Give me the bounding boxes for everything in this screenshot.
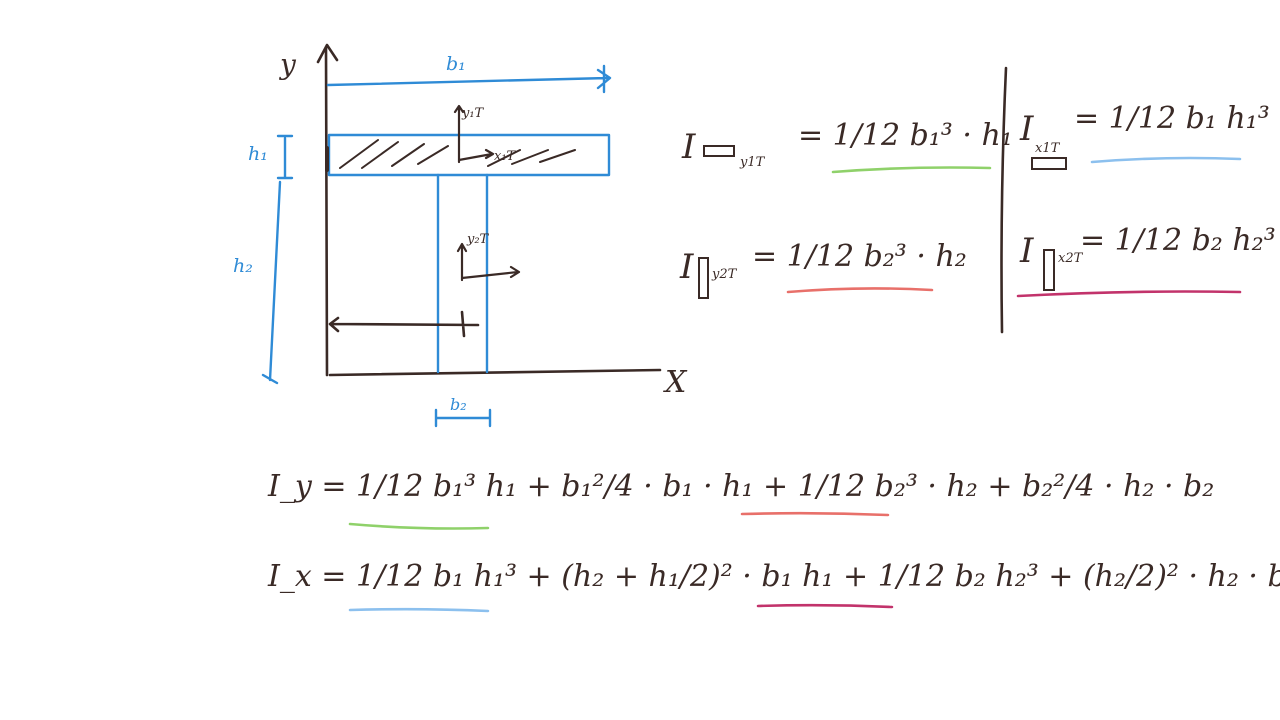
flange-shape-icon	[703, 145, 735, 157]
formula-iy2: I y2T = 1/12 b₂³ · h₂	[679, 239, 967, 299]
formula-ix1: I x1T = 1/12 b₁ h₁³	[1019, 101, 1270, 170]
ix2-magenta-underline	[1016, 290, 1242, 298]
y-axis-label: y	[278, 48, 297, 81]
h1-label: h₁	[248, 143, 268, 165]
web-rectangle	[436, 173, 489, 374]
iy2-lhs: I	[679, 247, 694, 287]
flange-hatching	[339, 139, 576, 169]
x-axis-label: X	[663, 365, 688, 400]
iy1-sub: y1T	[739, 155, 766, 170]
iy2-rhs: = 1/12 b₂³ · h₂	[752, 239, 967, 274]
ix2-sub: x2T	[1058, 251, 1084, 266]
iy1-green-underline	[831, 166, 992, 174]
h2-label: h₂	[233, 255, 253, 277]
iy-total-red-underline	[740, 511, 890, 517]
flange-shape-icon-2	[1031, 157, 1067, 170]
y2t-label: y₂T	[466, 232, 490, 247]
flange-centroid-axes	[453, 104, 495, 164]
b2-label: b₂	[450, 395, 467, 414]
web-shape-icon	[698, 257, 709, 299]
ix-total-lightblue-underline	[348, 607, 490, 613]
y1t-label: y₁T	[461, 106, 485, 121]
h1-dimension-line	[276, 134, 294, 180]
x-axis	[328, 368, 662, 377]
formula-iy-total: I_y = 1/12 b₁³ h₁ + b₁²/4 · b₁ · h₁ + 1/…	[267, 469, 1214, 530]
web-shape-icon-2	[1043, 249, 1055, 291]
ix1-rhs: = 1/12 b₁ h₁³	[1074, 101, 1270, 136]
formula-ix2: I x2T = 1/12 b₂ h₂³	[1016, 223, 1276, 298]
iy2-red-underline	[786, 287, 934, 294]
h2-dimension-line	[261, 180, 282, 385]
iy2-sub: y2T	[711, 267, 738, 282]
vertical-separator	[1000, 66, 1008, 334]
b2-dimension-line	[434, 408, 492, 428]
b1-label: b₁	[446, 53, 466, 75]
ix1-sub: x1T	[1035, 141, 1061, 156]
iy-total: I_y = 1/12 b₁³ h₁ + b₁²/4 · b₁ · h₁ + 1/…	[267, 469, 1214, 504]
ix-total-magenta-underline	[756, 603, 894, 609]
iy1-lhs: I	[681, 127, 696, 167]
offset-line	[328, 310, 480, 338]
iy1-rhs: = 1/12 b₁³ · h₁	[798, 118, 1013, 153]
y-axis	[316, 43, 339, 377]
x1t-label: x₁T	[494, 149, 517, 164]
web-centroid-axes	[456, 242, 521, 282]
ix2-lhs: I	[1019, 231, 1034, 271]
ix2-rhs: = 1/12 b₂ h₂³	[1080, 223, 1276, 258]
iy-total-green-underline	[348, 522, 490, 530]
flange-rectangle	[327, 133, 611, 177]
ix1-lightblue-underline	[1090, 156, 1242, 164]
formula-iy1: I y1T = 1/12 b₁³ · h₁	[681, 118, 1013, 174]
ix1-lhs: I	[1019, 109, 1034, 149]
ix-total: I_x = 1/12 b₁ h₁³ + (h₂ + h₁/2)² · b₁ h₁…	[267, 559, 1280, 594]
b1-dimension-line	[326, 64, 612, 94]
t-section-diagram: y X b₁ h₁ h₂ b₂ y₁T x₁T y₂T	[233, 43, 688, 428]
formula-ix-total: I_x = 1/12 b₁ h₁³ + (h₂ + h₁/2)² · b₁ h₁…	[267, 559, 1280, 613]
